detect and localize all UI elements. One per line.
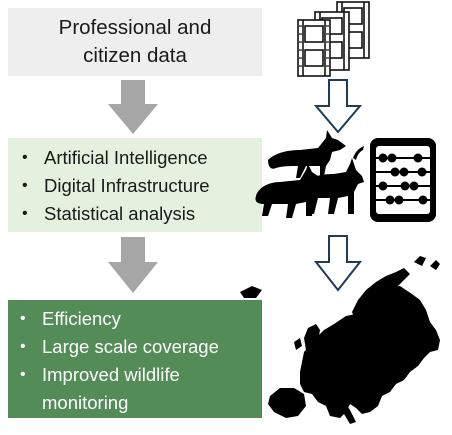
outcome-item: • Improved wildlife xyxy=(20,361,262,389)
outline-arrow-down-1 xyxy=(313,79,363,134)
input-data-line-1: Professional and xyxy=(58,16,212,39)
outcome-item: • Large scale coverage xyxy=(20,333,262,361)
method-label: Statistical analysis xyxy=(44,203,196,224)
input-data-box: Professional and citizen data xyxy=(8,8,262,76)
outcome-label: monitoring xyxy=(42,392,129,413)
animals-icon xyxy=(255,130,364,218)
input-data-line-2: citizen data xyxy=(83,44,187,67)
outcome-item-continuation: monitoring xyxy=(20,389,262,417)
method-item: • Statistical analysis xyxy=(22,200,262,228)
film-strip-icon xyxy=(297,1,370,77)
gray-arrow-down-1 xyxy=(108,80,158,134)
abacus-icon xyxy=(370,138,436,222)
outcome-label: Efficiency xyxy=(42,308,121,329)
fox-icon xyxy=(268,130,346,178)
bullet: • xyxy=(22,205,28,222)
bullet: • xyxy=(20,366,26,383)
method-label: Digital Infrastructure xyxy=(44,175,210,196)
methods-list: • Artificial Intelligence • Digital Infras… xyxy=(22,144,262,228)
methods-box: • Artificial Intelligence • Digital Infras… xyxy=(8,138,262,232)
bullet: • xyxy=(22,149,28,166)
wolf-icon xyxy=(255,164,320,218)
outcomes-list: • Efficiency • Large scale coverage • Impro… xyxy=(20,305,262,417)
outcome-item: • Efficiency xyxy=(20,305,262,333)
bullet: • xyxy=(20,310,26,327)
method-label: Artificial Intelligence xyxy=(44,147,208,168)
europe-map-icon xyxy=(240,256,440,424)
method-item: • Digital Infrastructure xyxy=(22,172,262,200)
outline-arrow-down-2 xyxy=(313,235,363,292)
outcome-label: Large scale coverage xyxy=(42,336,219,357)
bullet: • xyxy=(20,338,26,355)
gray-arrow-down-2 xyxy=(108,237,158,293)
bullet: • xyxy=(22,177,28,194)
outcomes-box: • Efficiency • Large scale coverage • Impro… xyxy=(8,300,262,418)
outcome-label: Improved wildlife xyxy=(42,364,180,385)
method-item: • Artificial Intelligence xyxy=(22,144,262,172)
antelope-icon xyxy=(305,158,364,214)
